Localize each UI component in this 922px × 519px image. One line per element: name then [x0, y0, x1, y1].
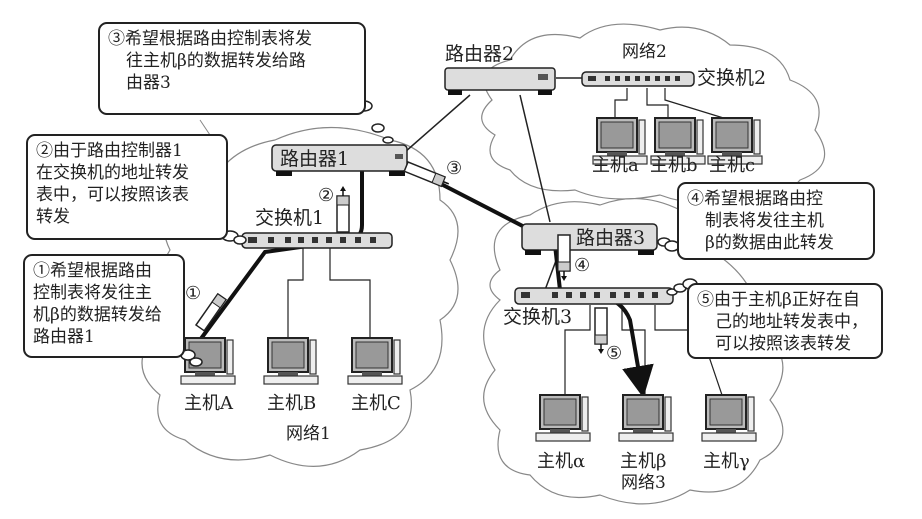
- host-A-label: 主机A: [184, 393, 233, 414]
- callout-step-4: ④希望根据路由控 制表将发往主机 β的数据由此转发: [677, 182, 875, 260]
- link-r2-r3: [519, 94, 551, 223]
- packet-icon-step-5: [594, 307, 608, 354]
- callout-step-3: ③希望根据路由控制表将发 往主机β的数据转发给路 由器3: [98, 22, 366, 115]
- callout-step-4-line: β的数据由此转发: [705, 233, 834, 253]
- host-alpha-computer-icon: [535, 394, 591, 442]
- switch-2-label: 交换机2: [697, 67, 767, 89]
- router-1-label: 路由器1: [280, 148, 350, 170]
- host-B-label: 主机B: [267, 393, 317, 414]
- step-marker-3: ③: [446, 158, 463, 179]
- switch-2: [581, 71, 695, 87]
- callout-step-1-line: 机β的数据转发给: [33, 305, 162, 325]
- step-marker-5: ⑤: [606, 343, 623, 364]
- host-beta-computer-icon: [618, 394, 674, 442]
- packet-icon-step-3: [403, 161, 450, 188]
- link-s3-halpha: [564, 305, 591, 395]
- callout-step-1: ①希望根据路由 控制表将发往主 机β的数据转发给 路由器1: [23, 254, 185, 358]
- cloud-network-1: [141, 126, 459, 467]
- link-s3-hgamma: [654, 305, 723, 396]
- callout-step-5-line: 己的地址转发表中，: [715, 312, 868, 332]
- host-C-label: 主机C: [351, 393, 401, 414]
- switch-1-label: 交换机1: [255, 207, 325, 229]
- callout-step-1-line: 控制表将发往主: [33, 283, 152, 303]
- link-s2-hc: [664, 88, 731, 121]
- callout-step-5-line: 可以按照该表转发: [715, 334, 851, 354]
- link-r1-r2: [404, 94, 471, 153]
- link-s1-hb: [287, 248, 304, 338]
- callout-step-5-line: ⑤由于主机β正好在自: [697, 290, 860, 310]
- router-1: [271, 144, 408, 176]
- host-C-computer-icon: [347, 337, 403, 385]
- packet-icon-step-4: [557, 234, 571, 281]
- callout-step-2-line: 表中，可以按照该表: [36, 185, 189, 205]
- cloud-network-2: [481, 23, 826, 204]
- switch-3: [514, 287, 674, 305]
- callout-step-4-line: ④希望根据路由控: [687, 189, 823, 209]
- host-b-label: 主机b: [650, 155, 698, 176]
- callout-step-3-line: ③希望根据路由控制表将发: [108, 29, 312, 49]
- host-A-computer-icon: [180, 337, 236, 385]
- callout-step-4-line: 制表将发往主机: [705, 211, 824, 231]
- router-3: [521, 223, 658, 255]
- host-a-label: 主机a: [592, 155, 639, 176]
- network-1-label: 网络1: [286, 424, 331, 444]
- callout-step-3-line: 由器3: [126, 73, 171, 93]
- packet-icon-step-1: [194, 292, 228, 332]
- network-3-label: 网络3: [621, 473, 666, 493]
- network-2-label: 网络2: [622, 42, 667, 62]
- switch-3-label: 交换机3: [503, 306, 573, 328]
- callout-step-1-line: 路由器1: [33, 327, 95, 347]
- callout-step-5: ⑤由于主机β正好在自 己的地址转发表中， 可以按照该表转发: [687, 283, 883, 359]
- router-2: [444, 67, 556, 95]
- host-c-label: 主机c: [709, 155, 756, 176]
- switch-1: [241, 232, 393, 249]
- callout-step-1-line: ①希望根据路由: [33, 261, 152, 281]
- callout-step-2-line: 转发: [36, 207, 70, 227]
- step-marker-4: ④: [574, 255, 591, 276]
- cloud-network-3: [483, 198, 784, 505]
- host-beta-label: 主机β: [620, 451, 667, 472]
- packet-icon-step-2: [336, 186, 350, 233]
- link-s2-ha: [614, 88, 628, 118]
- link-s1-hc: [329, 248, 371, 338]
- callout-step-2-line: ②由于路由控制器1: [36, 141, 183, 161]
- callout-step-2-line: 在交换机的地址转发: [36, 163, 189, 183]
- step-marker-1: ①: [185, 283, 202, 304]
- step-marker-2: ②: [318, 185, 335, 206]
- host-alpha-label: 主机α: [537, 451, 586, 472]
- router-2-label: 路由器2: [445, 43, 515, 65]
- link-s2-hb: [646, 88, 669, 118]
- host-gamma-label: 主机γ: [703, 451, 750, 472]
- host-B-computer-icon: [263, 337, 319, 385]
- host-gamma-computer-icon: [701, 394, 757, 442]
- router-3-label: 路由器3: [576, 227, 646, 249]
- callout-step-3-line: 往主机β的数据转发给路: [126, 51, 306, 71]
- callout-step-2: ②由于路由控制器1 在交换机的地址转发 表中，可以按照该表 转发: [26, 134, 228, 240]
